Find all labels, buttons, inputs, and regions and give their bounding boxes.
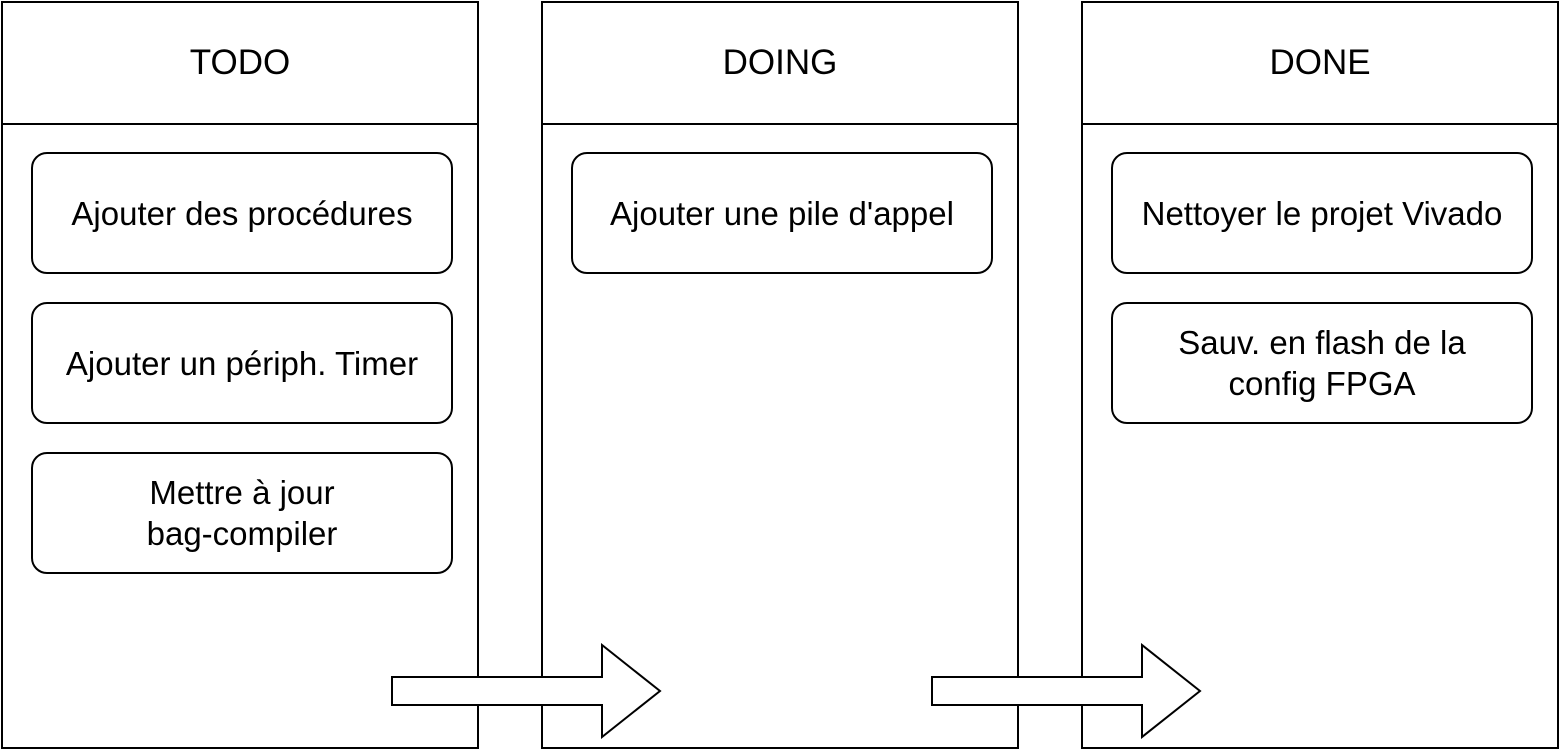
column-title-todo: TODO [3,3,477,125]
column-doing: DOING Ajouter une pile d'appel [541,1,1019,749]
task-card-label: Ajouter un périph. Timer [65,344,419,382]
arrow-right-icon [931,643,1202,739]
task-card-label: Ajouter des procédures [71,194,413,232]
column-done: DONE Nettoyer le projet Vivado Sauv. en … [1081,1,1559,749]
task-card[interactable]: Nettoyer le projet Vivado [1111,152,1533,274]
task-card[interactable]: Sauv. en flash de la config FPGA [1111,302,1533,424]
task-card-label: Ajouter une pile d'appel [610,194,954,232]
arrow-right-icon [391,643,662,739]
task-card-label: Mettre à jour bag-compiler [146,474,338,552]
task-card[interactable]: Ajouter un périph. Timer [31,302,453,424]
column-title-doing: DOING [543,3,1017,125]
column-title-done: DONE [1083,3,1557,125]
column-todo: TODO Ajouter des procédures Ajouter un p… [1,1,479,749]
task-card[interactable]: Mettre à jour bag-compiler [31,452,453,574]
task-card-label: Sauv. en flash de la config FPGA [1178,324,1466,402]
task-card-label: Nettoyer le projet Vivado [1141,194,1503,232]
task-card[interactable]: Ajouter des procédures [31,152,453,274]
task-card[interactable]: Ajouter une pile d'appel [571,152,993,274]
